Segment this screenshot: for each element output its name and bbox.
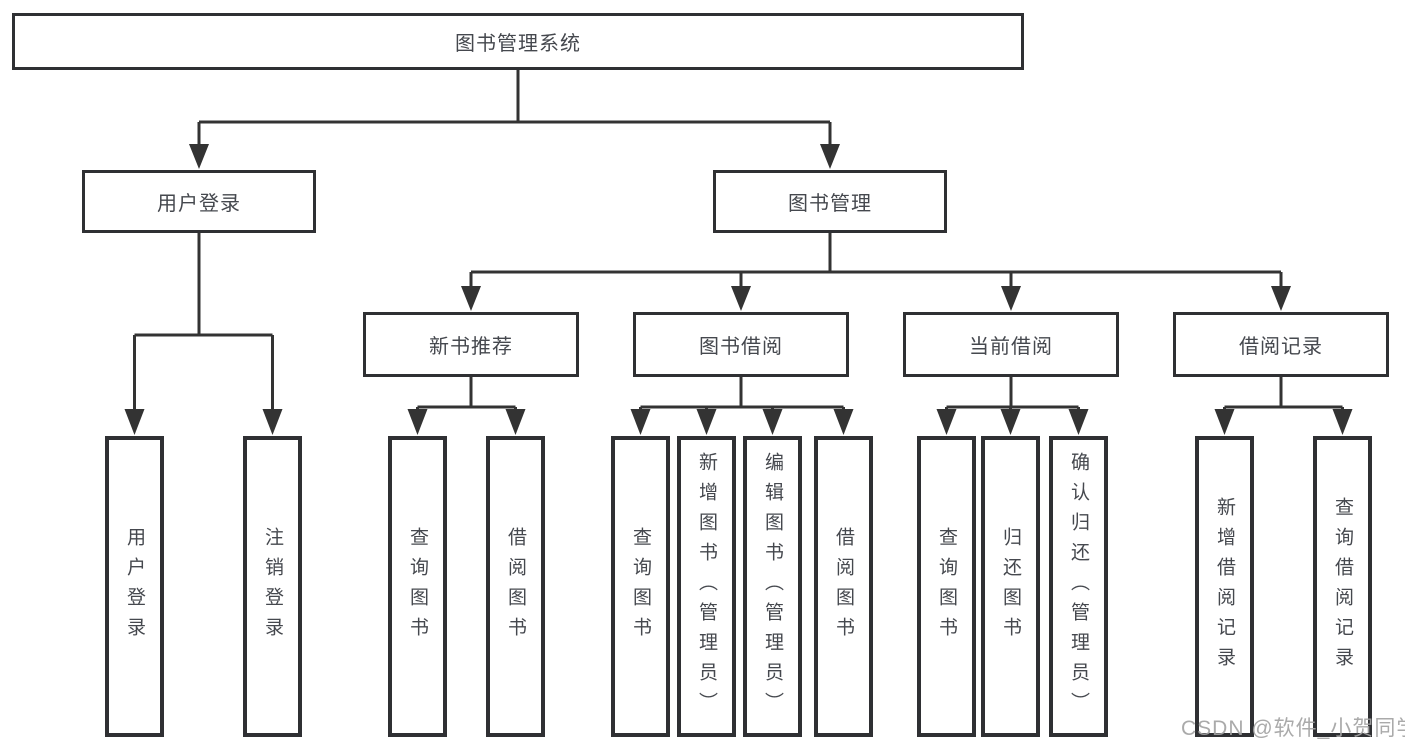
- leaf-return-book: 归还图书: [981, 436, 1040, 737]
- leaf-borrow-books-borrow: 借阅图书: [814, 436, 873, 737]
- arrowheads-newbook-leaves: [407, 409, 526, 435]
- leaf-query-books-current: 查询图书: [917, 436, 976, 737]
- arrowheads-level2: [189, 144, 840, 169]
- leaf-add-borrow-record: 新增借阅记录: [1195, 436, 1254, 737]
- node-book-borrowing: 图书借阅: [633, 312, 849, 377]
- connector-newbook-branch: [416, 377, 517, 412]
- leaf-label: 查询借阅记录: [1332, 496, 1353, 677]
- arrowheads-records-leaves: [1214, 409, 1353, 435]
- leaf-query-borrow-record: 查询借阅记录: [1313, 436, 1372, 737]
- leaf-borrow-books-newbook: 借阅图书: [486, 436, 545, 737]
- connector-root-branch: [197, 70, 832, 148]
- leaf-label: 新增借阅记录: [1214, 496, 1235, 677]
- leaf-label: 查询图书: [407, 526, 428, 647]
- node-new-book-recommendation: 新书推荐: [363, 312, 579, 377]
- leaf-label: 确认归还（管理员）: [1068, 451, 1089, 722]
- arrowheads-current-leaves: [936, 409, 1089, 435]
- leaf-edit-book-admin: 编辑图书（管理员）: [743, 436, 802, 737]
- node-current-borrowing: 当前借阅: [903, 312, 1119, 377]
- leaf-label: 借阅图书: [505, 526, 526, 647]
- node-label: 借阅记录: [1239, 336, 1323, 358]
- leaf-label: 查询图书: [630, 526, 651, 647]
- leaf-label: 借阅图书: [833, 526, 854, 647]
- connector-current-branch: [945, 377, 1080, 412]
- leaf-label: 查询图书: [936, 526, 957, 647]
- node-user-login: 用户登录: [82, 170, 316, 233]
- leaf-label: 新增图书（管理员）: [696, 451, 717, 722]
- arrowheads-level3: [461, 286, 1291, 311]
- connector-book-mgmt-branch: [469, 233, 1283, 290]
- leaf-label: 归还图书: [1000, 526, 1021, 647]
- leaf-label: 用户登录: [124, 526, 145, 647]
- node-label: 图书管理系统: [455, 33, 581, 55]
- arrowheads-borrow-leaves: [630, 409, 854, 435]
- leaf-user-login: 用户登录: [105, 436, 164, 737]
- node-library-management-system: 图书管理系统: [12, 13, 1024, 70]
- connector-borrow-branch: [639, 377, 845, 412]
- node-borrowing-records: 借阅记录: [1173, 312, 1389, 377]
- leaf-query-books-newbook: 查询图书: [388, 436, 447, 737]
- leaf-query-books-borrow: 查询图书: [611, 436, 670, 737]
- leaf-logout: 注销登录: [243, 436, 302, 737]
- connector-records-branch: [1223, 377, 1344, 412]
- node-book-management: 图书管理: [713, 170, 947, 233]
- node-label: 用户登录: [157, 193, 241, 215]
- node-label: 图书管理: [788, 193, 872, 215]
- connector-user-login-branch: [133, 233, 274, 412]
- leaf-add-book-admin: 新增图书（管理员）: [677, 436, 736, 737]
- arrowheads-user-login-leaves: [124, 409, 283, 435]
- leaf-confirm-return-admin: 确认归还（管理员）: [1049, 436, 1108, 737]
- node-label: 当前借阅: [969, 336, 1053, 358]
- node-label: 新书推荐: [429, 336, 513, 358]
- leaf-label: 编辑图书（管理员）: [762, 451, 783, 722]
- leaf-label: 注销登录: [262, 526, 283, 647]
- csdn-watermark: CSDN @软件_小贺同学: [1181, 717, 1405, 740]
- node-label: 图书借阅: [699, 336, 783, 358]
